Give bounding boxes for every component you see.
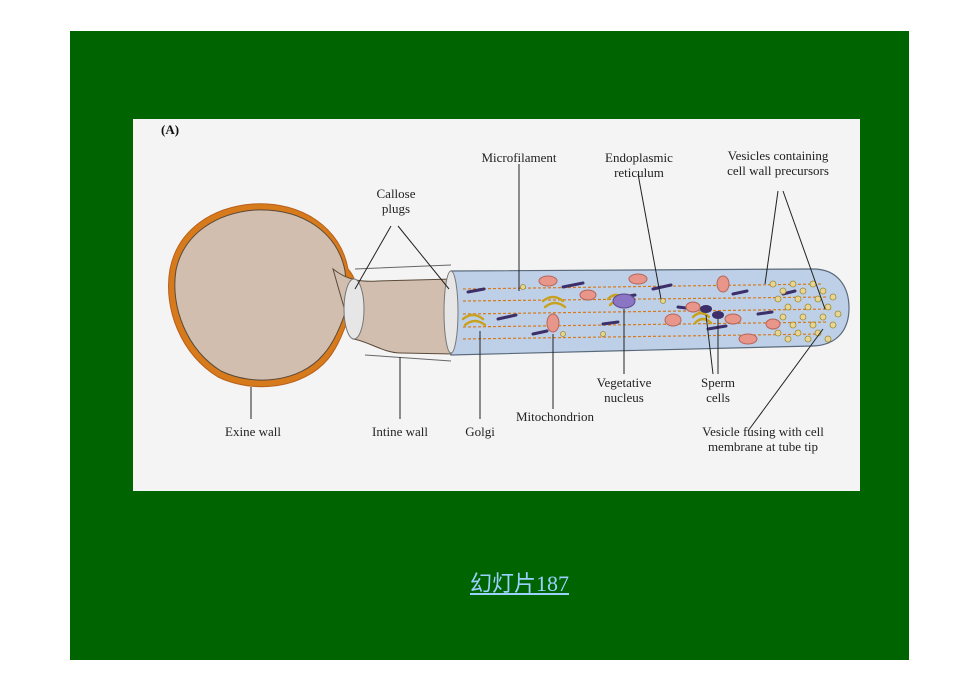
label-microfilament: Microfilament — [481, 150, 557, 165]
mitochondria — [538, 273, 781, 345]
label-endoplasmic-reticulum: Endoplasmic reticulum — [605, 150, 673, 180]
pollen-tube-illustration — [168, 164, 850, 432]
pollen-grain-body — [174, 209, 349, 381]
label-vegetative-nucleus: Vegetative nucleus — [596, 375, 652, 405]
callose-plug-1 — [343, 278, 365, 340]
slide-number-link[interactable]: 幻灯片187 — [470, 571, 570, 596]
label-intine-wall: Intine wall — [372, 424, 428, 439]
sperm-cells-shapes — [700, 305, 724, 319]
pollen-tube-figure: (A) Microfilament Endoplasmic reticulum … — [133, 119, 860, 491]
vegetative-nucleus-shape — [612, 293, 636, 309]
label-golgi: Golgi — [465, 424, 495, 439]
label-vesicle-fusing: Vesicle fusing with cell membrane at tub… — [702, 424, 824, 454]
label-mitochondrion: Mitochondrion — [516, 409, 594, 424]
intine-wall-line — [354, 264, 452, 362]
callose-plug-2 — [443, 270, 459, 354]
vesicles — [520, 280, 842, 343]
label-sperm-cells: Sperm cells — [701, 375, 735, 405]
label-callose-plugs: Callose plugs — [376, 186, 416, 216]
label-exine-wall: Exine wall — [225, 424, 281, 439]
golgi-stacks — [461, 293, 713, 327]
label-leader-lines — [250, 164, 826, 432]
panel-letter: (A) — [161, 122, 180, 137]
endoplasmic-reticulum-strands — [466, 281, 797, 336]
label-vesicles-containing: Vesicles containing cell wall precursors — [727, 148, 829, 178]
